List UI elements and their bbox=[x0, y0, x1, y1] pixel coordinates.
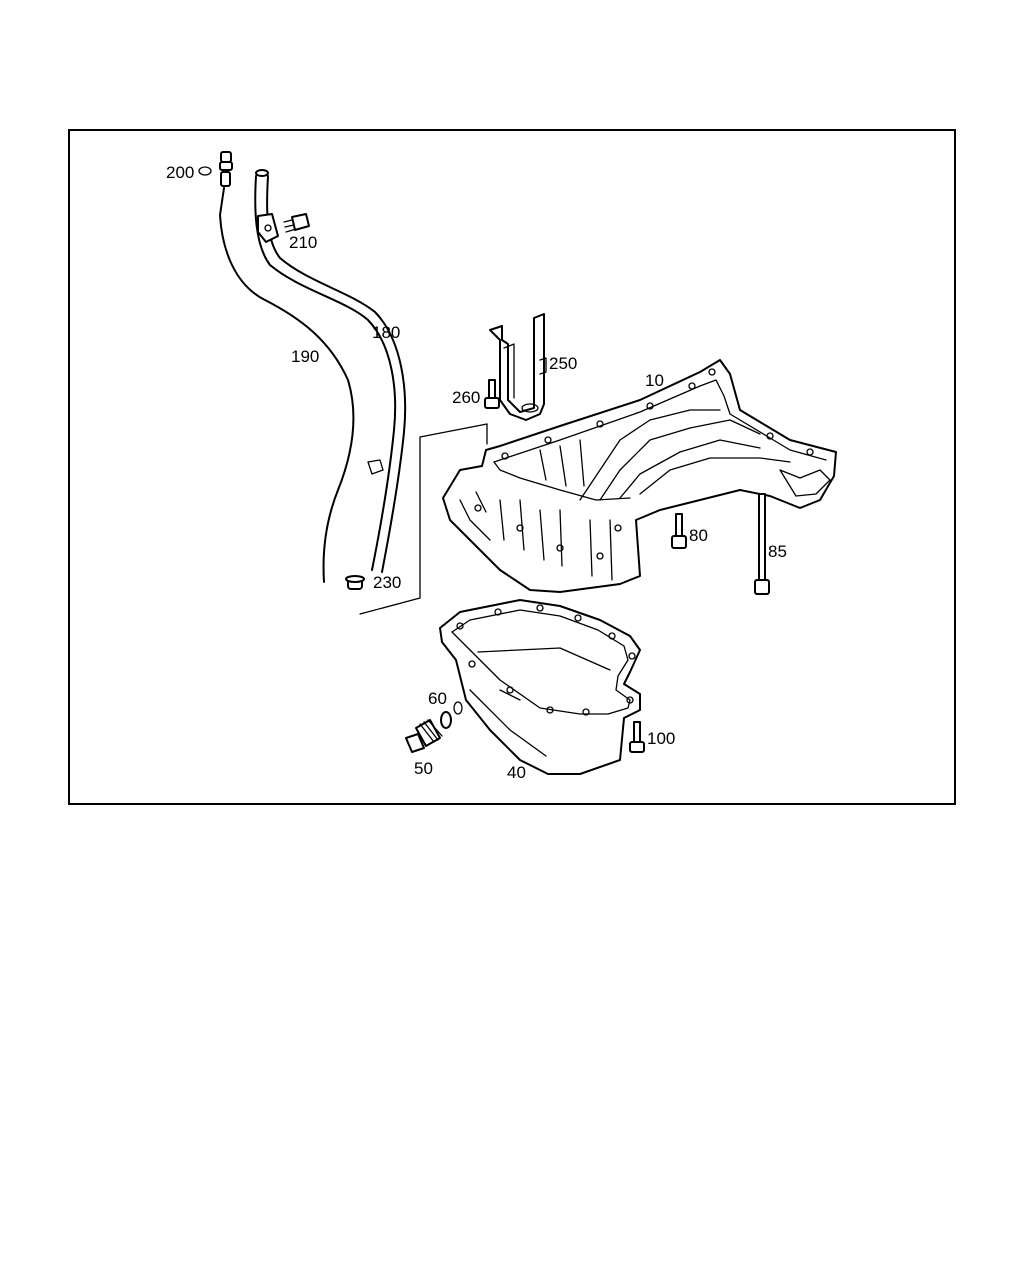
bolt-100[interactable] bbox=[629, 721, 645, 753]
label-260: 260 bbox=[452, 388, 480, 407]
label-10: 10 bbox=[645, 371, 664, 390]
label-230: 230 bbox=[373, 573, 401, 592]
oil-pan-lower-40[interactable] bbox=[439, 599, 641, 775]
label-80: 80 bbox=[689, 526, 708, 545]
label-50: 50 bbox=[414, 759, 433, 778]
seal-230[interactable] bbox=[345, 575, 365, 590]
label-60: 60 bbox=[428, 689, 447, 708]
drain-plug-50[interactable] bbox=[405, 719, 443, 753]
label-180: 180 bbox=[372, 323, 400, 342]
guide-tube-180[interactable] bbox=[254, 169, 407, 573]
bolt-260[interactable] bbox=[484, 379, 500, 409]
group-bracket-lines bbox=[359, 423, 488, 615]
sealing-ring-60[interactable] bbox=[440, 701, 463, 729]
bolt-80[interactable] bbox=[671, 513, 687, 549]
bolt-210[interactable] bbox=[283, 213, 310, 233]
label-200: 200 bbox=[166, 163, 194, 182]
label-190: 190 bbox=[291, 347, 319, 366]
dipstick-190[interactable] bbox=[219, 151, 355, 583]
label-250: 250 bbox=[549, 354, 577, 373]
bolt-85[interactable] bbox=[754, 493, 770, 595]
o-ring-200[interactable] bbox=[198, 166, 212, 176]
label-40: 40 bbox=[507, 763, 526, 782]
label-100: 100 bbox=[647, 729, 675, 748]
bracket-250[interactable] bbox=[489, 313, 547, 421]
oil-pan-upper-10[interactable] bbox=[442, 359, 837, 593]
label-85: 85 bbox=[768, 542, 787, 561]
label-210: 210 bbox=[289, 233, 317, 252]
